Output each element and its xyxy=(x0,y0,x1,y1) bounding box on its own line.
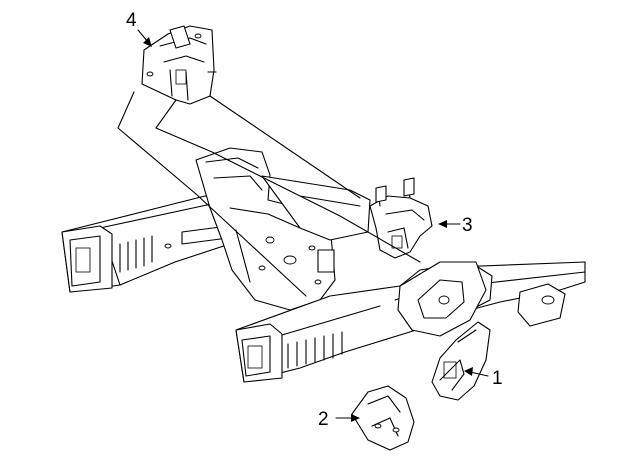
callout-1: 1 xyxy=(464,367,503,389)
callout-4-label: 4 xyxy=(126,10,137,31)
callout-2: 2 xyxy=(318,409,360,430)
mount-bracket-right xyxy=(431,321,491,401)
callout-1-label: 1 xyxy=(492,368,503,389)
engine-mount-left xyxy=(141,25,217,105)
callout-3: 3 xyxy=(438,215,473,236)
alignment-lines xyxy=(117,91,421,297)
engine-mount-right xyxy=(369,177,433,259)
callout-4: 4 xyxy=(126,10,152,47)
callout-2-label: 2 xyxy=(318,409,329,430)
frame-assembly xyxy=(61,147,586,383)
mount-bracket-left xyxy=(351,385,415,451)
callout-3-label: 3 xyxy=(462,215,473,236)
